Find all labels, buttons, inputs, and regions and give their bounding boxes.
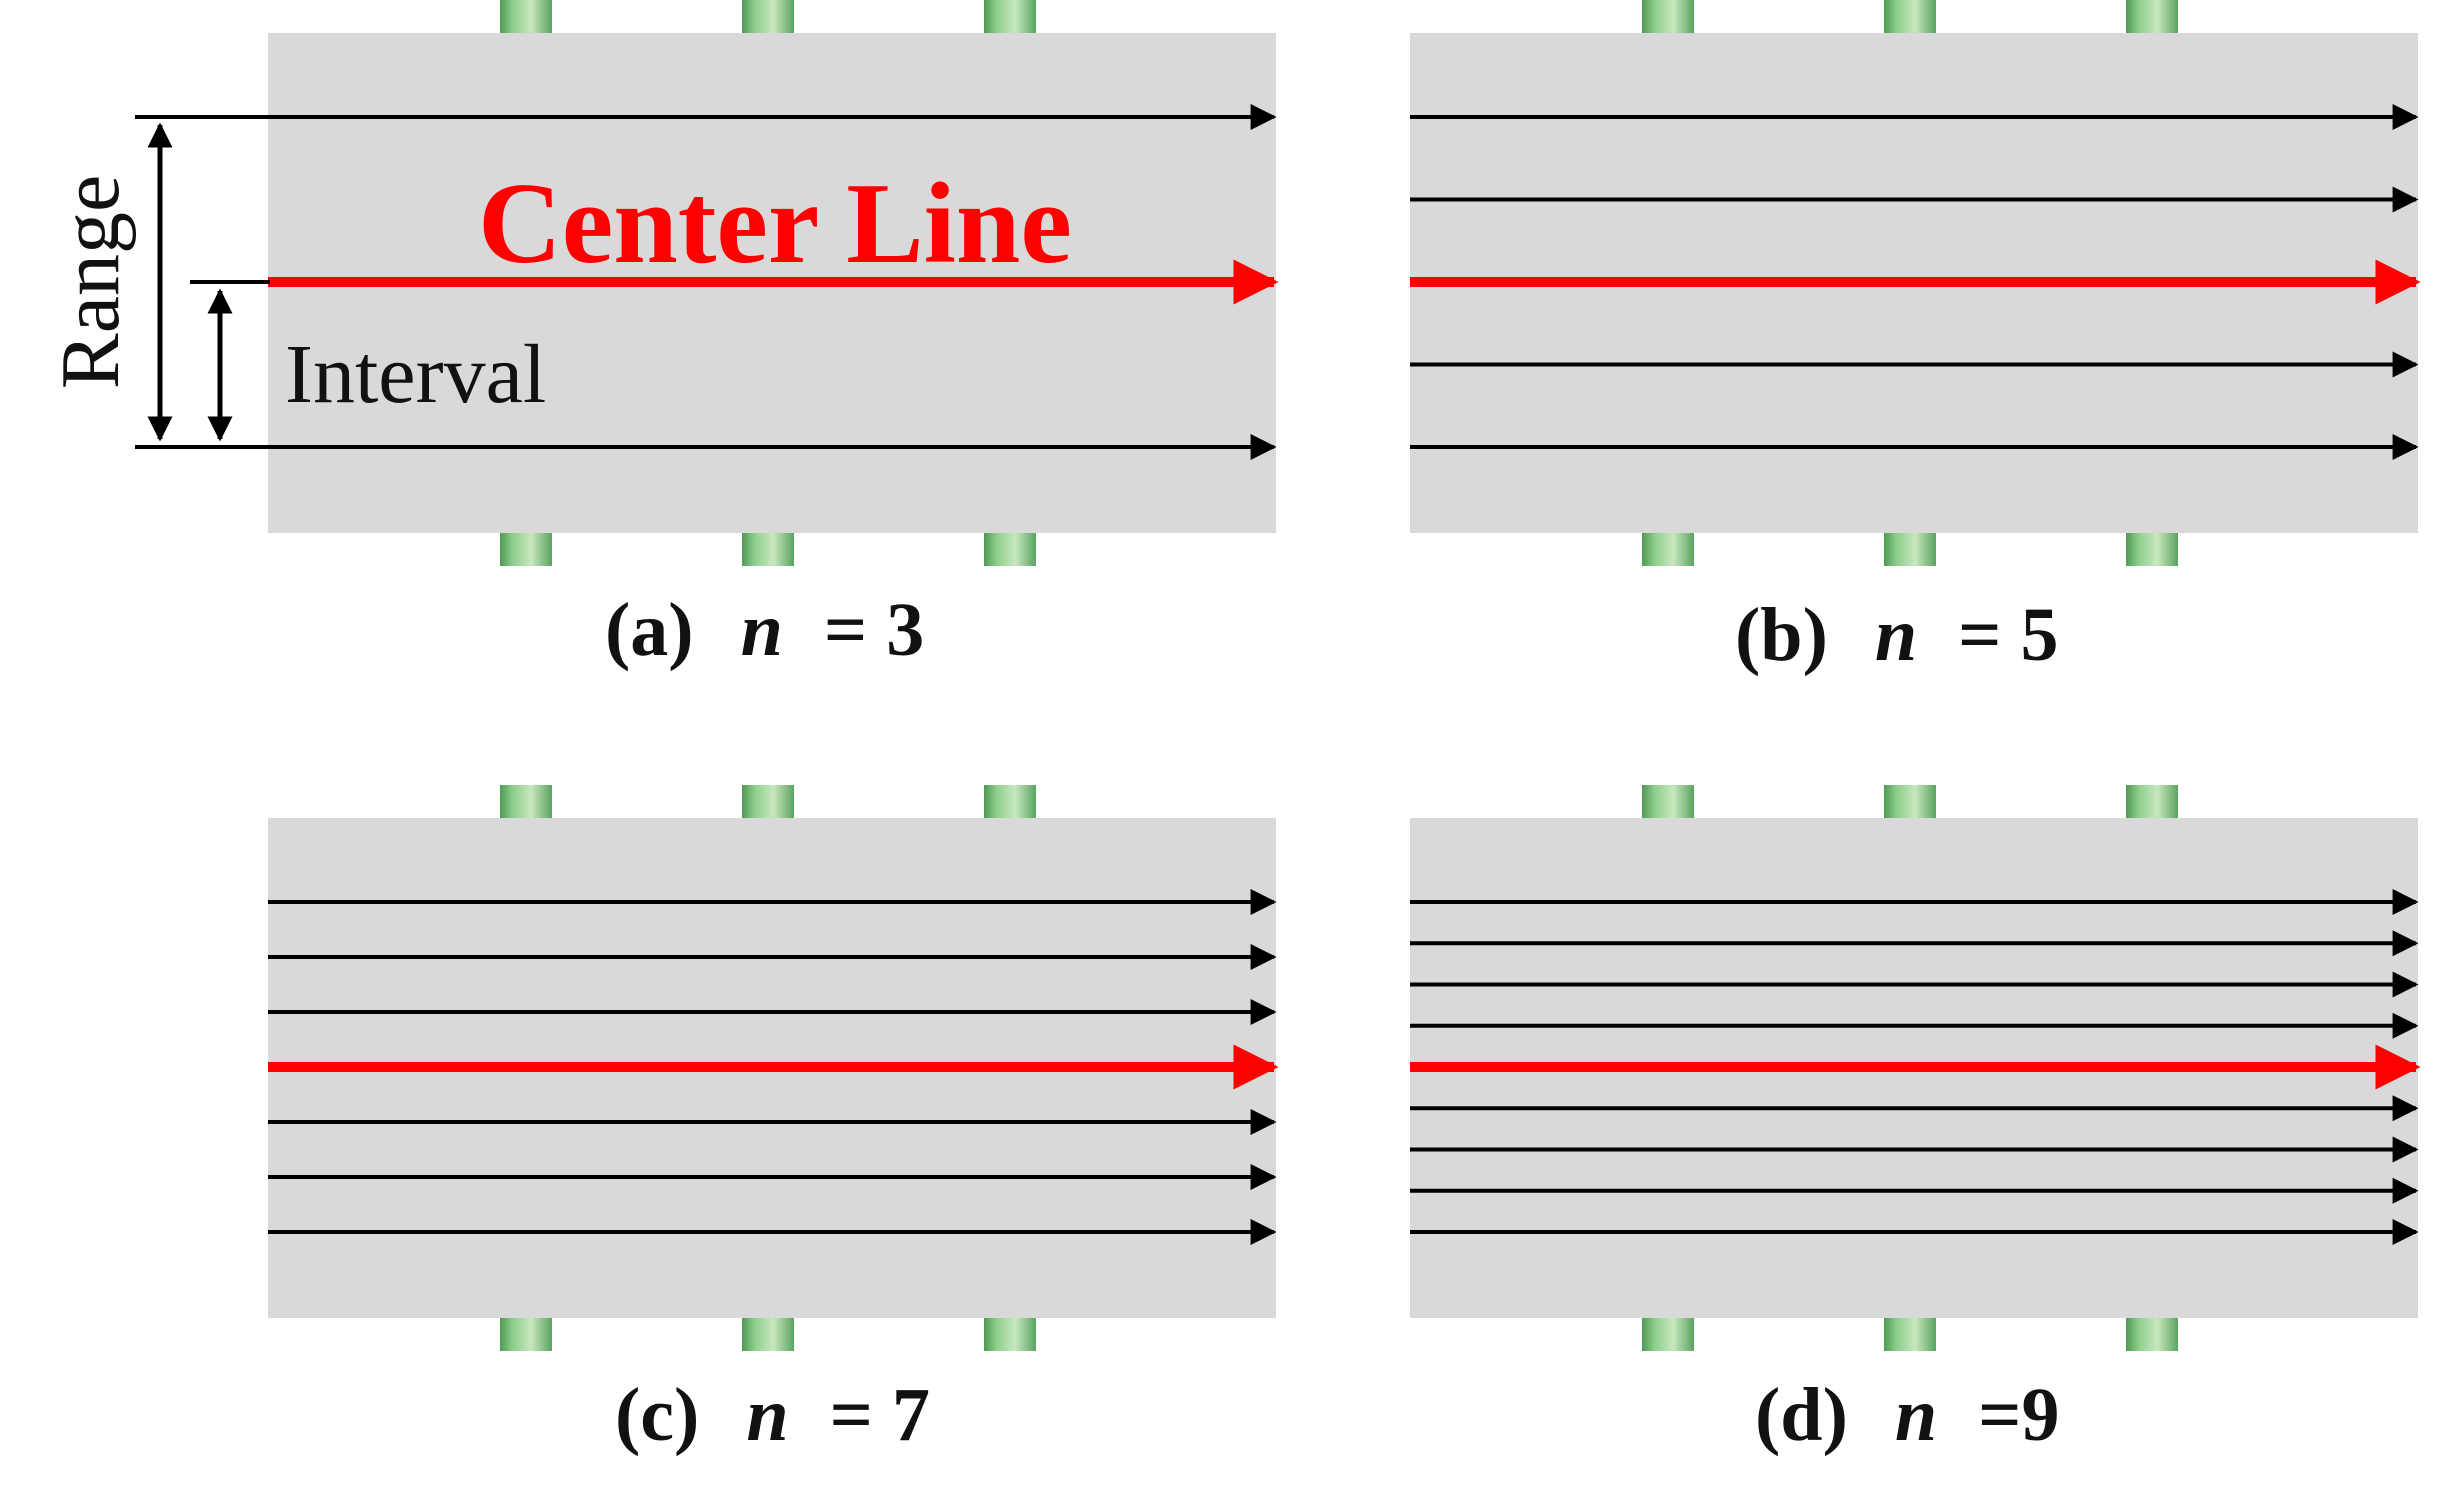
pillar-bottom-2	[1884, 1318, 1936, 1351]
caption-a: (a) n = 3	[605, 588, 924, 672]
pillar-top-2	[742, 0, 794, 33]
pillar-bottom-3	[984, 533, 1036, 566]
pillar-bottom-3	[2126, 1318, 2178, 1351]
caption-b: (b) n = 5	[1735, 593, 2058, 677]
pillar-top-1	[1642, 785, 1694, 818]
pillar-bottom-3	[984, 1318, 1036, 1351]
caption-d-letter: (d)	[1755, 1373, 1848, 1457]
caption-d-eq: =9	[1978, 1373, 2059, 1457]
caption-d-var: n	[1895, 1373, 1937, 1457]
pillar-top-3	[2126, 785, 2178, 818]
caption-b-letter: (b)	[1735, 593, 1828, 677]
interval-label: Interval	[285, 328, 546, 421]
caption-b-var: n	[1875, 593, 1917, 677]
pillar-top-1	[1642, 0, 1694, 33]
pillar-top-1	[500, 785, 552, 818]
pillar-bottom-1	[1642, 1318, 1694, 1351]
pillar-bottom-2	[742, 533, 794, 566]
pillar-bottom-1	[500, 533, 552, 566]
center-line-label: Center Line	[478, 160, 1072, 288]
panel-d	[1410, 785, 2421, 1351]
pillar-top-3	[984, 785, 1036, 818]
pillar-bottom-1	[500, 1318, 552, 1351]
panel-a	[268, 0, 1279, 566]
caption-b-eq: = 5	[1958, 593, 2058, 677]
caption-a-var: n	[741, 588, 783, 672]
pillar-bottom-3	[2126, 533, 2178, 566]
caption-a-letter: (a)	[605, 588, 694, 672]
caption-c-eq: = 7	[830, 1373, 930, 1457]
pillar-top-3	[2126, 0, 2178, 33]
range-dimension: Range	[44, 115, 270, 449]
pillar-top-3	[984, 0, 1036, 33]
pillar-top-2	[742, 785, 794, 818]
pillar-bottom-1	[1642, 533, 1694, 566]
panel-c	[268, 785, 1279, 1351]
caption-d: (d) n =9	[1755, 1373, 2059, 1457]
pillar-bottom-2	[1884, 533, 1936, 566]
caption-a-eq: = 3	[824, 588, 924, 672]
caption-c-letter: (c)	[615, 1373, 699, 1457]
pillar-top-2	[1884, 785, 1936, 818]
interval-dimension: Interval	[190, 280, 546, 442]
panel-b	[1410, 0, 2421, 566]
caption-c: (c) n = 7	[615, 1373, 930, 1457]
pillar-top-2	[1884, 0, 1936, 33]
caption-c-var: n	[746, 1373, 788, 1457]
pillar-bottom-2	[742, 1318, 794, 1351]
pillar-top-1	[500, 0, 552, 33]
range-label: Range	[44, 175, 137, 390]
